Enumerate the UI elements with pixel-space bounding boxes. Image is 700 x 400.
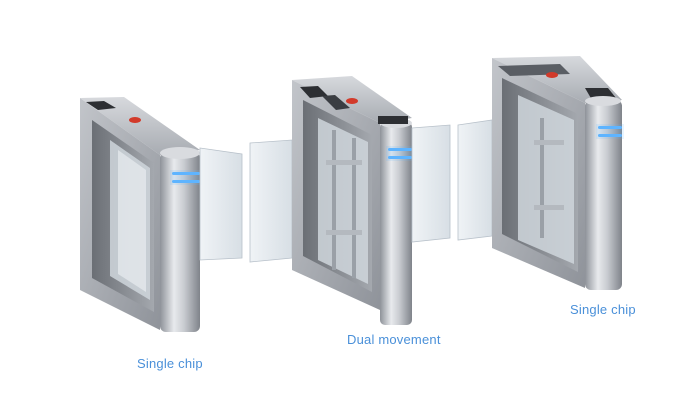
caption-left: Single chip — [137, 356, 203, 371]
turnstile-left — [80, 97, 243, 332]
turnstile-middle — [249, 76, 451, 325]
caption-right: Single chip — [570, 302, 636, 317]
caption-middle: Dual movement — [347, 332, 441, 347]
turnstile-right — [457, 56, 624, 290]
